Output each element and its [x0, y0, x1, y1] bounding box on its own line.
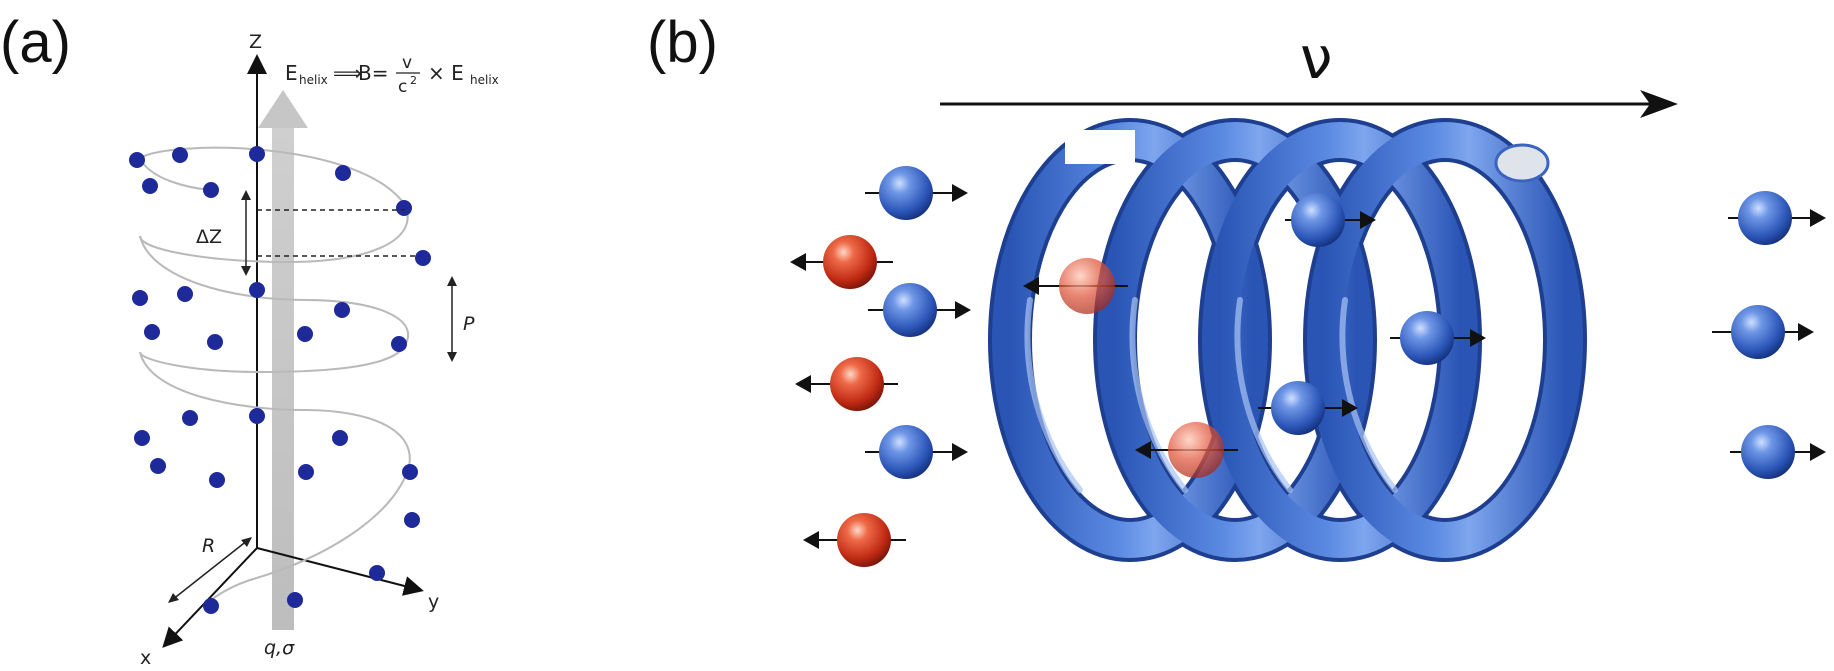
arrow-right-icon — [1640, 90, 1678, 118]
blue-particle — [1728, 191, 1826, 245]
delta-z-indicator — [241, 190, 420, 276]
arrow-right-icon — [1360, 211, 1376, 229]
z-axis-label: Z — [249, 31, 262, 53]
blue-particle — [865, 425, 968, 479]
x-axis-label: x — [140, 647, 151, 669]
red-particle — [790, 235, 893, 289]
arrow-left-icon — [790, 253, 806, 271]
coordinate-axes — [162, 54, 424, 648]
delta-z-label: ΔZ — [196, 226, 222, 248]
arrow-right-icon — [952, 184, 968, 202]
blue-particle — [865, 166, 968, 220]
field-equation: E helix ⟹ B= v c 2 × E helix — [285, 53, 499, 97]
panel-a-label: (a) — [0, 10, 71, 75]
arrow-right-icon — [1470, 329, 1486, 347]
pitch-indicator — [447, 276, 457, 362]
arrow-right-icon — [1798, 323, 1814, 341]
blue-particle — [1258, 381, 1358, 435]
eq-den-sup: 2 — [410, 74, 417, 87]
arrow-right-icon — [1810, 443, 1826, 461]
blue-particle — [868, 283, 971, 337]
arrow-left-icon — [1023, 277, 1039, 295]
particles-right — [1712, 191, 1826, 479]
panel-b: (b) ν — [647, 10, 1826, 567]
eq-lhs-sub: helix — [299, 73, 328, 87]
red-particle — [1135, 422, 1238, 478]
velocity-label: ν — [1300, 24, 1332, 92]
arrow-right-icon — [952, 443, 968, 461]
red-particle — [803, 513, 906, 567]
red-particle — [1023, 258, 1128, 314]
blue-particle — [1390, 311, 1486, 365]
arrow-right-icon — [955, 301, 971, 319]
blue-particle — [1730, 425, 1826, 479]
helix-beads — [129, 146, 431, 614]
radius-indicator — [168, 537, 252, 603]
panel-b-label: (b) — [647, 10, 718, 75]
tube-end-cap — [1494, 143, 1550, 183]
pitch-label: P — [463, 313, 475, 335]
y-axis — [256, 547, 424, 596]
x-axis — [162, 547, 258, 648]
eq-lhs: E — [285, 61, 298, 85]
helix-tube — [988, 118, 1587, 562]
eq-implies-arrow: ⟹ — [333, 61, 362, 85]
arrow-left-icon — [803, 531, 819, 549]
blue-particle — [1712, 305, 1814, 359]
arrow-left-icon — [1135, 441, 1151, 459]
eq-times: × E — [428, 61, 464, 85]
charge-label: q,σ — [264, 637, 295, 659]
blue-particle — [1285, 193, 1376, 247]
eq-den: c — [398, 77, 407, 97]
arrow-right-icon — [1810, 209, 1826, 227]
eq-num: v — [402, 53, 412, 73]
axis-shade-arrow — [258, 90, 308, 630]
arrow-left-icon — [795, 375, 811, 393]
arrow-right-icon — [1342, 399, 1358, 417]
eq-rhs-sub: helix — [470, 73, 499, 87]
radius-label: R — [202, 535, 215, 557]
particles-inside — [1023, 193, 1486, 478]
particles-left — [790, 166, 971, 567]
y-axis-label: y — [428, 591, 439, 613]
panel-a: (a) Z y x — [0, 10, 499, 669]
eq-b: B= — [358, 61, 388, 85]
red-particle — [795, 357, 898, 411]
